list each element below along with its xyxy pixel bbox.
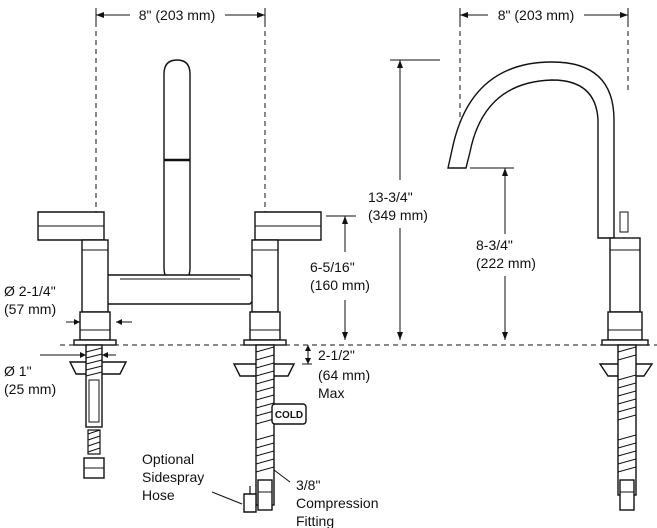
- side-reach-label: 8" (203 mm): [498, 7, 575, 23]
- base-diameter-label-1: Ø 2-1/4": [4, 283, 56, 299]
- right-base-plate: [243, 339, 287, 346]
- front-bridge: [95, 274, 263, 305]
- front-spread-label: 8" (203 mm): [139, 7, 216, 23]
- deck-thickness-dimension: 2-1/2" (64 mm) Max: [302, 345, 370, 401]
- front-spout: [163, 59, 191, 283]
- handle-height-label-1: 6-5/16": [310, 259, 355, 275]
- handle-height-label-2: (160 mm): [310, 277, 370, 293]
- fitting-label-3: Fitting: [296, 513, 334, 528]
- shank-diameter-dimension: Ø 1" (25 mm): [4, 352, 116, 397]
- shank-diameter-label-2: (25 mm): [4, 381, 56, 397]
- spout-height-label-1: 8-3/4": [476, 237, 513, 253]
- compression-fitting-callout: 3/8" Compression Fitting: [273, 469, 378, 528]
- base-diameter-dimension: Ø 2-1/4" (57 mm): [4, 283, 132, 325]
- sidespray-label-3: Hose: [142, 487, 175, 503]
- right-underdeck: COLD: [232, 344, 307, 511]
- side-reach-dimension: 8" (203 mm): [459, 7, 629, 150]
- left-base-plate: [73, 339, 117, 346]
- overall-height-dimension: 13-3/4" (349 mm): [368, 59, 440, 340]
- spout-height-dimension: 8-3/4" (222 mm): [470, 167, 536, 340]
- shank-diameter-label-1: Ø 1": [4, 363, 32, 379]
- sidespray-callout: Optional Sidespray Hose: [142, 451, 204, 503]
- right-handle-assembly: [249, 211, 322, 341]
- front-view: 8" (203 mm): [4, 7, 657, 528]
- sidespray-label-1: Optional: [142, 451, 194, 467]
- left-underdeck: [68, 344, 128, 479]
- handle-height-dimension: 6-5/16" (160 mm): [310, 215, 370, 340]
- sidespray-label-2: Sidespray: [142, 469, 204, 485]
- deck-thickness-label-2: (64 mm): [318, 367, 370, 383]
- base-diameter-label-2: (57 mm): [4, 301, 56, 317]
- deck-thickness-label-1: 2-1/2": [318, 347, 355, 363]
- fitting-label-1: 3/8": [296, 477, 320, 493]
- spout-height-label-2: (222 mm): [476, 255, 536, 271]
- overall-height-label-2: (349 mm): [368, 207, 428, 223]
- overall-height-label-1: 13-3/4": [368, 189, 413, 205]
- cold-tag: [271, 403, 307, 425]
- fitting-label-2: Compression: [296, 495, 378, 511]
- side-underdeck: [598, 344, 654, 511]
- left-handle-assembly: [37, 211, 111, 341]
- sidespray-hose: [211, 486, 257, 513]
- side-gooseneck-spout: [447, 61, 629, 239]
- side-body: [601, 237, 649, 346]
- side-view: 8" (203 mm): [368, 7, 654, 511]
- deck-thickness-label-3: Max: [318, 385, 344, 401]
- cold-tag-label: COLD: [275, 410, 303, 421]
